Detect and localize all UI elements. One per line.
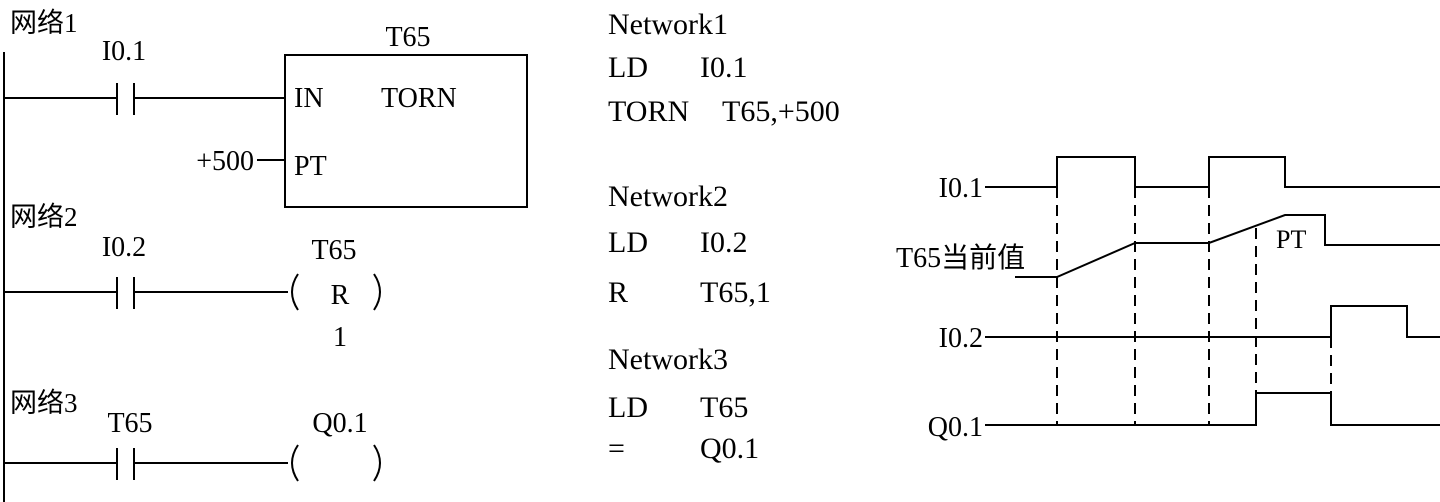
coil-r-left-paren	[291, 273, 299, 311]
signal-i01-label: I0.1	[939, 173, 983, 204]
code-line-arg: T65,+500	[722, 95, 840, 128]
coil-r-count: 1	[333, 322, 347, 353]
code-line-op: R	[608, 276, 628, 309]
coil-q01-name: Q0.1	[312, 408, 367, 439]
network-1-title: 网络1	[10, 8, 78, 38]
ladder-network-3: 网络3 T65 Q0.1	[4, 388, 381, 482]
timer-type: TORN	[381, 83, 457, 114]
coil-r-label: R	[331, 280, 350, 311]
coil-r-right-paren	[373, 273, 381, 311]
network-3-title: 网络3	[10, 388, 78, 418]
code-network-3: Network3 LD T65 = Q0.1	[608, 343, 759, 465]
code-line-op: LD	[608, 51, 648, 84]
code-line-arg: I0.1	[700, 51, 748, 84]
code-network-1-header: Network1	[608, 8, 728, 41]
signal-i02-label: I0.2	[939, 323, 983, 354]
code-line-op: LD	[608, 226, 648, 259]
code-line-arg: Q0.1	[700, 432, 759, 465]
pt-level-label: PT	[1276, 225, 1306, 254]
contact-i02-label: I0.2	[102, 232, 146, 263]
code-network-1: Network1 LD I0.1 TORN T65,+500	[608, 8, 840, 128]
code-line-op: =	[608, 432, 625, 465]
signal-q01-label: Q0.1	[928, 412, 983, 443]
instruction-list: Network1 LD I0.1 TORN T65,+500 Network2 …	[608, 8, 840, 465]
ladder-diagram: 网络1 I0.1 T65 IN TORN PT +500 网络2 I0.2 T6…	[3, 8, 528, 502]
waveform-i02	[985, 305, 1440, 338]
code-network-2: Network2 LD I0.2 R T65,1	[608, 180, 771, 309]
timer-in-pin: IN	[294, 83, 324, 114]
code-line-arg: T65	[700, 391, 748, 424]
timing-diagram: I0.1 T65当前值 I0.2 Q0.1 PT	[896, 156, 1440, 443]
contact-t65-label: T65	[107, 408, 152, 439]
ladder-network-1: 网络1 I0.1 T65 IN TORN PT +500	[4, 8, 528, 208]
contact-i01-label: I0.1	[102, 36, 146, 67]
waveform-q01	[985, 392, 1440, 426]
timer-pt-pin: PT	[294, 151, 327, 182]
coil-q01-right-paren	[373, 444, 381, 482]
ladder-network-2: 网络2 I0.2 T65 R 1	[4, 202, 381, 353]
signal-t65-current-label: T65当前值	[896, 242, 1025, 274]
timer-preset-value: +500	[196, 146, 254, 177]
coil-q01-left-paren	[291, 444, 299, 482]
code-network-2-header: Network2	[608, 180, 728, 213]
code-line-arg: I0.2	[700, 226, 748, 259]
code-line-op: LD	[608, 391, 648, 424]
timer-t65-box	[284, 54, 528, 208]
timer-t65-name: T65	[385, 22, 430, 53]
waveform-i01	[985, 156, 1440, 188]
waveform-t65-current	[1015, 214, 1440, 278]
network-2-title: 网络2	[10, 202, 78, 232]
coil-r-name: T65	[311, 235, 356, 266]
code-network-3-header: Network3	[608, 343, 728, 376]
code-line-op: TORN	[608, 95, 689, 128]
code-line-arg: T65,1	[700, 276, 771, 309]
